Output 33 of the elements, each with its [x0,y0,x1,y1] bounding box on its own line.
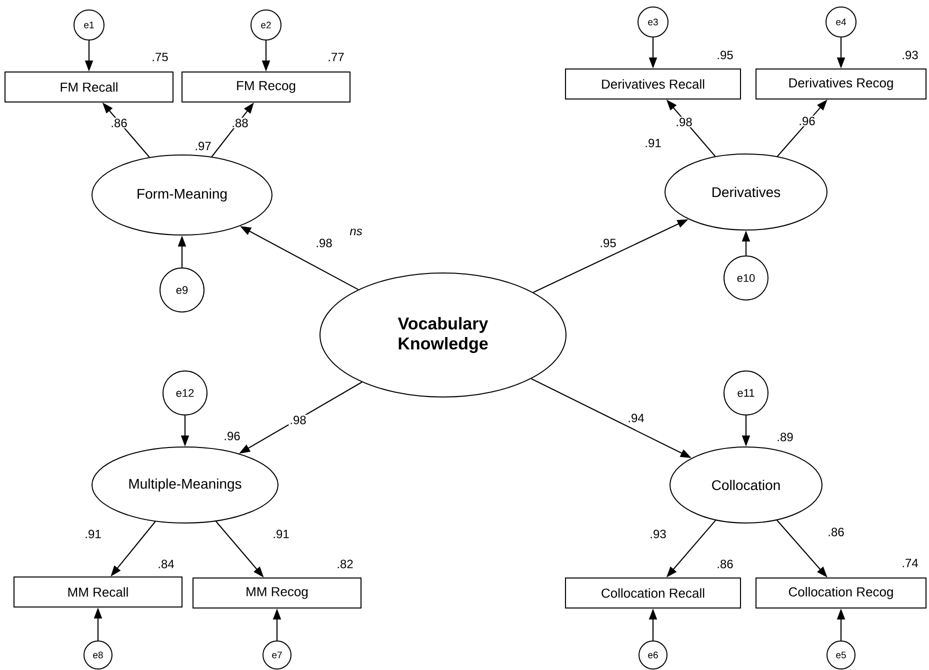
coefficient-label: .95 [718,50,733,60]
indicator-box: Collocation Recall [565,578,741,608]
indicator-box: MM Recog [192,578,362,608]
indicator-box: FM Recall [4,72,174,102]
indicator-box: Collocation Recog [756,578,926,608]
edge-label: .98 [288,414,308,426]
indicator-box: FM Recog [182,72,350,102]
significance-note: ns [350,228,362,236]
edge-label: .98 [674,116,694,128]
edge-label: .91 [272,528,290,540]
edge-label: .98 [314,238,334,248]
edge-label: .94 [626,412,646,424]
coefficient-label: .97 [196,142,211,150]
edge-label: .88 [230,118,250,128]
coefficient-label: .74 [902,558,918,568]
indicator-box: MM Recall [14,576,182,608]
edge-label: .86 [826,526,846,538]
edge-label: .91 [84,528,102,540]
edge-label: .96 [798,116,816,126]
coefficient-label: .86 [718,560,733,568]
indicator-box: Derivatives Recog [756,68,926,100]
edge-label: .86 [110,118,128,128]
coefficient-label: .89 [778,432,793,442]
indicator-box: Derivatives Recall [565,68,741,100]
coefficient-label: .75 [152,52,168,62]
coefficient-label: .91 [646,138,661,148]
coefficient-label: .84 [158,560,174,568]
coefficient-label: .82 [338,560,353,568]
coefficient-label: .77 [328,52,344,62]
coefficient-label: .93 [902,50,918,60]
coefficient-label: .96 [224,432,240,440]
edge-label: .93 [648,528,668,540]
edge-label: .95 [598,238,618,248]
